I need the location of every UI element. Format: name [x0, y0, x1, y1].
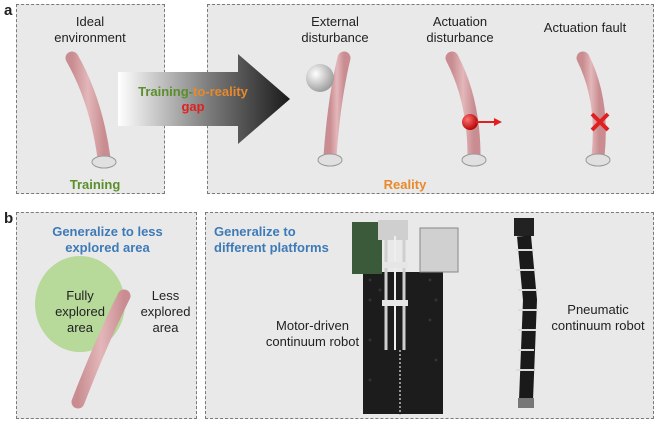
gap-word-training: Training-: [138, 84, 193, 99]
less-explored-label: Less explored area: [140, 288, 191, 335]
panel-b-letter: b: [4, 210, 14, 227]
gap-word-reality: reality: [209, 84, 248, 99]
generalize-less-label: Generalize to less explored area: [52, 224, 163, 255]
actuation-disturbance-robot: [445, 51, 502, 167]
actuation-fault-label: Actuation fault: [543, 20, 627, 35]
gap-word-gap: gap: [181, 99, 205, 114]
ideal-environment-label: Ideal environment: [54, 14, 126, 45]
actuation-fault-robot: [576, 51, 611, 167]
training-label: Training: [69, 177, 121, 192]
reality-label: Reality: [383, 177, 427, 192]
generalize-platforms-label: Generalize to different platforms: [214, 224, 329, 255]
gap-word-to: to-: [192, 84, 210, 99]
actuation-ball-icon: [462, 114, 478, 130]
external-disturbance-robot: [306, 51, 351, 167]
external-disturbance-label: External disturbance: [301, 14, 369, 45]
fault-cross-icon: [590, 112, 610, 132]
motor-driven-label: Motor-driven continuum robot: [265, 318, 360, 349]
training-to-reality-gap-label: Training-to-reality gap: [118, 84, 268, 114]
fully-explored-label: Fully explored area: [55, 288, 105, 335]
actuation-disturbance-label: Actuation disturbance: [426, 14, 494, 45]
disturbance-ball-icon: [306, 64, 334, 92]
pneumatic-label: Pneumatic continuum robot: [551, 302, 645, 333]
panel-a-letter: a: [4, 2, 13, 19]
